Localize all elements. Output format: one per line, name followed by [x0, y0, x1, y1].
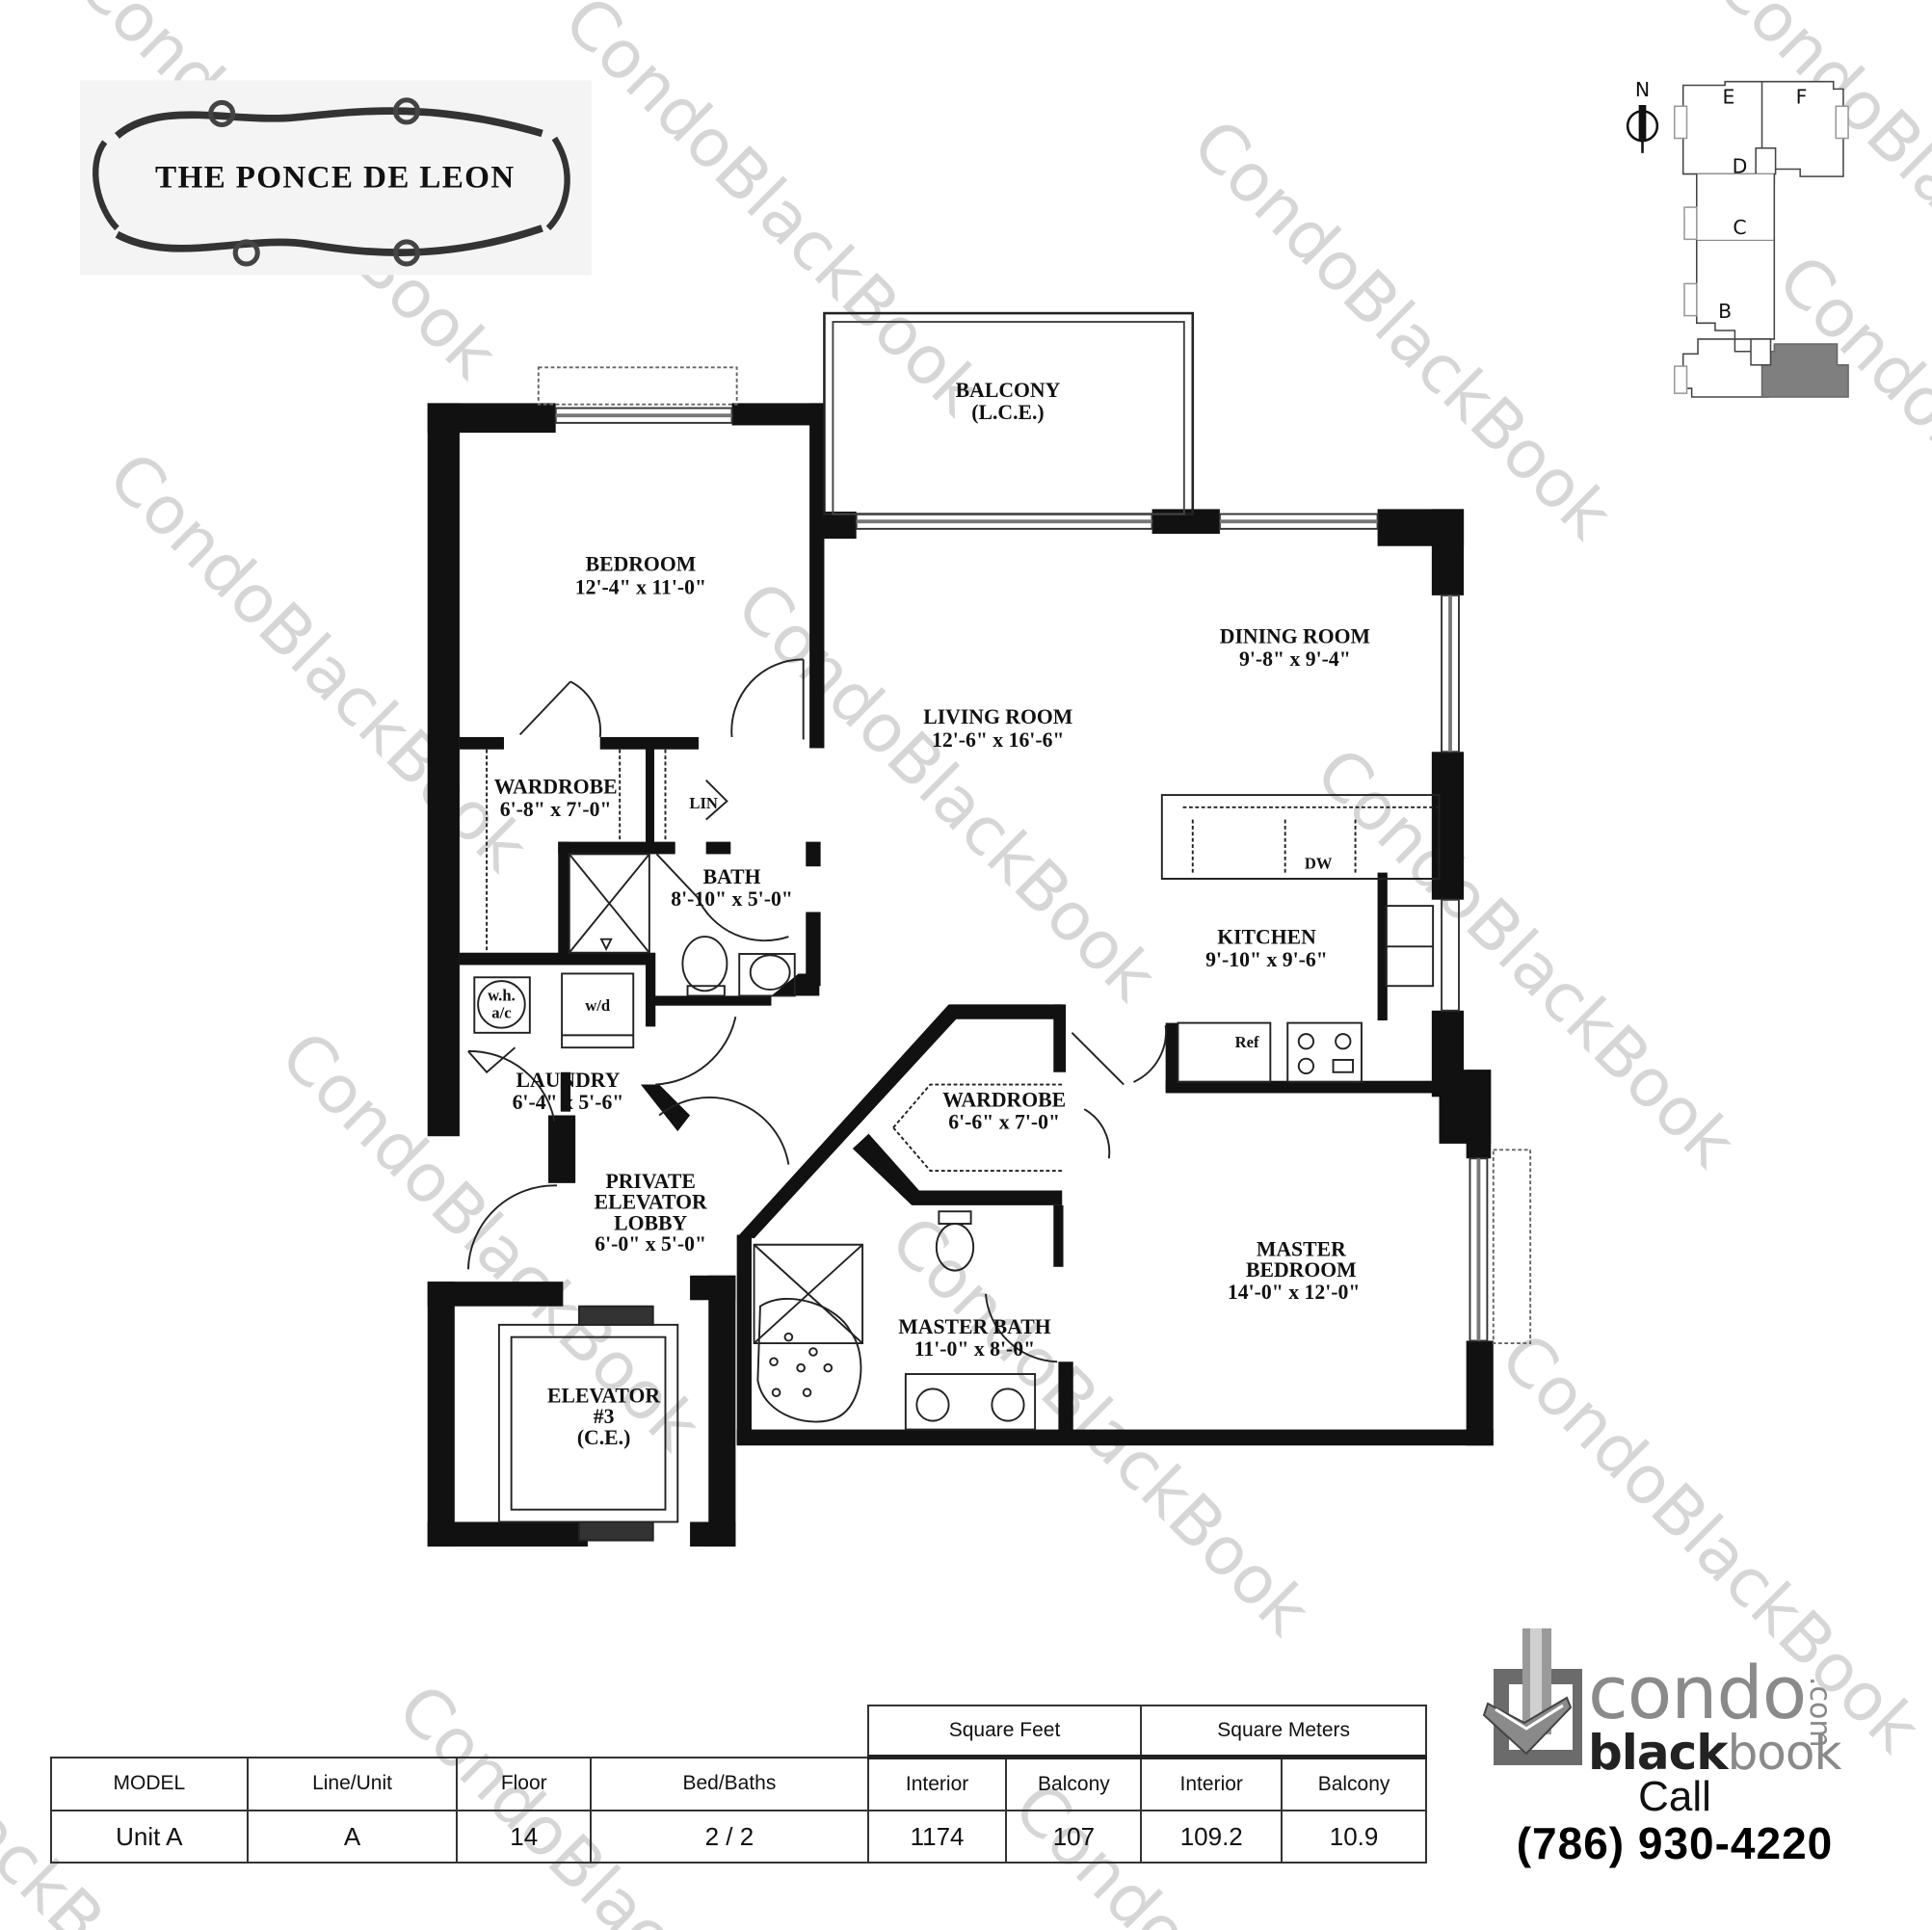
room-laundry-label: LAUNDRY: [516, 1069, 621, 1092]
cell-sqm-balcony: 10.9: [1281, 1810, 1427, 1864]
col-header-sqm-interior: Interior: [1140, 1756, 1284, 1811]
watermark: CondoBlackBook: [1762, 241, 1932, 690]
room-lobby-label-2: ELEVATOR: [595, 1191, 707, 1214]
key-plan: N E F D C B A: [1626, 78, 1849, 398]
room-lobby-dim: 6'-0" x 5'-0": [595, 1232, 706, 1256]
room-master-wardrobe-label: WARDROBE: [942, 1089, 1066, 1112]
cell-sqft-balcony: 107: [1005, 1810, 1143, 1864]
room-kitchen-dim: 9'-10" x 9'-6": [1205, 948, 1328, 971]
fixtures: w.h. a/c w/d DW Ref: [466, 658, 1441, 1542]
call-label: Call: [1638, 1773, 1711, 1820]
key-unit-f: F: [1796, 86, 1808, 109]
condoblackbook-brand: condo blackbook .com Call (786) 930-4220: [1463, 1628, 1887, 1869]
cell-sqm-interior: 109.2: [1140, 1810, 1284, 1864]
phone-number[interactable]: (786) 930-4220: [1516, 1818, 1834, 1868]
watermark: CondoBlackBook: [1301, 733, 1750, 1182]
room-master-bedroom-label-1: MASTER: [1257, 1237, 1346, 1260]
room-master-bath-label: MASTER BATH: [898, 1315, 1050, 1338]
key-unit-b: B: [1718, 300, 1732, 323]
windows: [537, 311, 1532, 1345]
bedroom-door: [730, 658, 804, 738]
room-living-dim: 12'-6" x 16'-6": [932, 728, 1065, 752]
col-header-floor: Floor: [456, 1756, 593, 1811]
cell-line-unit: A: [246, 1810, 459, 1864]
cell-bed-baths: 2 / 2: [590, 1810, 869, 1864]
watermark: CondoBlackBook: [93, 437, 543, 886]
building-logo: THE PONCE DE LEON: [80, 80, 592, 276]
brand-word-blackbook: blackbook: [1588, 1725, 1842, 1781]
col-header-line-unit: Line/Unit: [246, 1756, 459, 1811]
brand-word-black: black: [1588, 1725, 1729, 1781]
col-header-sqft-balcony: Balcony: [1005, 1756, 1143, 1811]
linen-closet-label: LIN: [689, 794, 718, 812]
balcony-railing: [823, 311, 1195, 516]
room-labels: BALCONY (L.C.E.) BEDROOM 12'-4" x 11'-0"…: [494, 379, 1370, 1449]
svg-text:Ref: Ref: [1235, 1033, 1259, 1051]
svg-text:a/c: a/c: [491, 1003, 511, 1021]
group-header-square-meters: Square Meters: [1140, 1705, 1427, 1759]
watermark: CondoBlackBook: [549, 0, 998, 431]
room-bath-dim: 8'-10" x 5'-0": [671, 887, 793, 911]
key-unit-e: E: [1723, 86, 1735, 109]
key-unit-d: D: [1733, 154, 1748, 177]
room-lobby-label-1: PRIVATE: [605, 1170, 695, 1193]
room-living-label: LIVING ROOM: [923, 705, 1072, 728]
room-master-bedroom-label-2: BEDROOM: [1246, 1258, 1357, 1282]
watermark: CondoBlackBook: [1178, 105, 1627, 554]
svg-text:w.h.: w.h.: [488, 987, 516, 1005]
room-kitchen-label: KITCHEN: [1217, 926, 1316, 949]
room-elevator-label-1: ELEVATOR: [547, 1384, 660, 1407]
svg-text:N: N: [1635, 78, 1650, 101]
condoblackbook-logo-icon: [1482, 1628, 1582, 1765]
room-dining-label: DINING ROOM: [1220, 625, 1370, 648]
col-header-sqft-interior: Interior: [866, 1756, 1008, 1811]
col-header-bed-baths: Bed/Baths: [590, 1756, 869, 1811]
key-unit-a: A: [1794, 304, 1808, 328]
cell-model: Unit A: [50, 1810, 249, 1864]
room-bedroom-dim: 12'-4" x 11'-0": [575, 576, 706, 599]
watermark: CondoBlackBook: [722, 568, 1171, 1017]
building-name: THE PONCE DE LEON: [155, 160, 516, 196]
room-lobby-label-3: LOBBY: [614, 1211, 687, 1234]
svg-text:w/d: w/d: [585, 996, 611, 1015]
room-laundry-dim: 6'-4" x 5'-6": [513, 1091, 624, 1114]
svg-text:DW: DW: [1305, 855, 1333, 873]
room-elevator-label-2: #3: [594, 1405, 615, 1428]
room-balcony-dim: (L.C.E.): [971, 401, 1044, 424]
key-unit-a-highlight: [1760, 343, 1849, 398]
room-master-wardrobe-dim: 6'-6" x 7'-0": [948, 1111, 1060, 1134]
col-header-model: MODEL: [50, 1756, 249, 1811]
room-elevator-label-3: (C.E.): [577, 1426, 631, 1449]
room-wardrobe-label: WARDROBE: [494, 776, 618, 799]
brand-word-condo: condo: [1588, 1650, 1807, 1735]
brand-tld: .com: [1803, 1677, 1837, 1748]
room-dining-dim: 9'-8" x 9'-4": [1239, 648, 1351, 671]
col-header-sqm-balcony: Balcony: [1281, 1756, 1427, 1811]
cell-floor: 14: [456, 1810, 593, 1864]
group-header-square-feet: Square Feet: [866, 1705, 1143, 1759]
room-bath-label: BATH: [703, 865, 761, 888]
room-wardrobe-dim: 6'-8" x 7'-0": [500, 798, 612, 821]
room-master-bath-dim: 11'-0" x 8'-0": [914, 1337, 1035, 1361]
unit-spec-table: Square Feet Square Meters MODEL Line/Uni…: [50, 1705, 1427, 1864]
key-unit-c: C: [1733, 216, 1746, 239]
north-arrow-icon: N: [1626, 78, 1659, 153]
room-master-bedroom-dim: 14'-0" x 12'-0": [1228, 1281, 1361, 1304]
brand-word-book: book: [1727, 1725, 1842, 1781]
room-balcony-label: BALCONY: [956, 379, 1061, 402]
room-bedroom-label: BEDROOM: [586, 552, 697, 575]
cell-sqft-interior: 1174: [866, 1810, 1008, 1864]
